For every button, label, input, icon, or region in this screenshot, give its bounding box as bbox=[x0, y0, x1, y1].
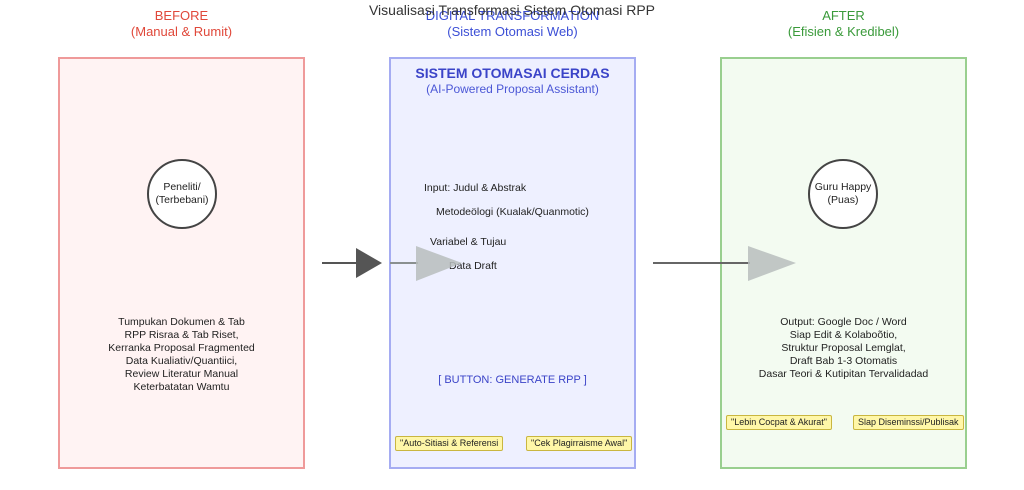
before-problem-list: Tumpukan Dokumen & Tab RPP Risraa & Tab … bbox=[58, 316, 305, 394]
list-item: Output: Google Doc / Word bbox=[780, 316, 907, 328]
before-heading-block: BEFORE (Manual & Rumit) bbox=[58, 8, 305, 40]
list-item: Dasar Teori & Kutipitan Tervalidadad bbox=[758, 368, 929, 380]
plagiarism-check-tag: "Cek Plagirraisme Awal" bbox=[526, 436, 633, 451]
before-panel bbox=[58, 57, 305, 469]
happy-teacher-circle: Guru Happy (Puas) bbox=[808, 159, 878, 229]
accuracy-tag: "Lebin Cocpat & Akurat" bbox=[726, 415, 832, 430]
step-variables: Variabel & Tujau bbox=[430, 236, 507, 248]
list-item: RPP Risraa & Tab Riset, bbox=[124, 329, 239, 341]
system-panel-subtitle: (AI-Powered Proposal Assistant) bbox=[426, 82, 599, 96]
diagram-title: Visualisasi Transformasi Sistem Otomasi … bbox=[368, 2, 656, 18]
list-item: Keterbatatan Wamtu bbox=[133, 381, 230, 393]
before-heading: BEFORE bbox=[154, 8, 209, 23]
middle-heading-block: DIGITAL TRANSFORMATION (Sistem Otomasi W… bbox=[389, 8, 636, 40]
after-result-list: Output: Google Doc / Word Siap Edit & Ko… bbox=[720, 316, 967, 381]
list-item: Siap Edit & Kolaboõtio, bbox=[789, 329, 898, 341]
middle-heading: DIGITAL TRANSFORMATION bbox=[425, 8, 600, 23]
light-right-arrow-icon bbox=[390, 246, 462, 281]
generate-rpp-button[interactable]: [ BUTTON: GENERATE RPP ] bbox=[438, 374, 587, 386]
light-right-arrow-icon bbox=[653, 246, 796, 281]
system-panel-title: SISTEM OTOMASAI CERDAS bbox=[415, 65, 610, 81]
step-input: Input: Judul & Abstrak bbox=[424, 182, 527, 194]
after-subheading: (Efisien & Kredibel) bbox=[787, 24, 900, 39]
researcher-circle: Peneliti/ (Terbebani) bbox=[147, 159, 217, 229]
list-item: Review Literatur Manual bbox=[124, 368, 239, 380]
list-item: Kerranka Proposal Fragmented bbox=[108, 342, 255, 354]
researcher-circle-line: Peneliti/ bbox=[163, 181, 201, 193]
list-item: Struktur Proposal Lemglat, bbox=[781, 342, 906, 354]
teacher-circle-line: Guru Happy bbox=[814, 181, 872, 193]
middle-subheading: (Sistem Otomasi Web) bbox=[447, 24, 578, 39]
dark-right-arrow-icon bbox=[322, 248, 382, 278]
researcher-circle-line: (Terbebani) bbox=[155, 194, 209, 206]
list-item: Draft Bab 1-3 Otomatis bbox=[789, 355, 898, 367]
list-item: Data Kualiativ/Quantiici, bbox=[125, 355, 238, 367]
after-heading: AFTER bbox=[822, 8, 865, 23]
auto-citation-tag: "Auto-Sitiasi & Referensi bbox=[395, 436, 504, 451]
step-methodology: Metodeölogi (Kualak/Quanmotic) bbox=[436, 206, 589, 218]
before-subheading: (Manual & Rumit) bbox=[130, 24, 233, 39]
teacher-circle-line: (Puas) bbox=[827, 194, 859, 206]
after-heading-block: AFTER (Efisien & Kredibel) bbox=[720, 8, 967, 40]
list-item: Tumpukan Dokumen & Tab bbox=[118, 316, 245, 328]
publication-ready-tag: Slap Diseminssi/Publisak bbox=[853, 415, 964, 430]
